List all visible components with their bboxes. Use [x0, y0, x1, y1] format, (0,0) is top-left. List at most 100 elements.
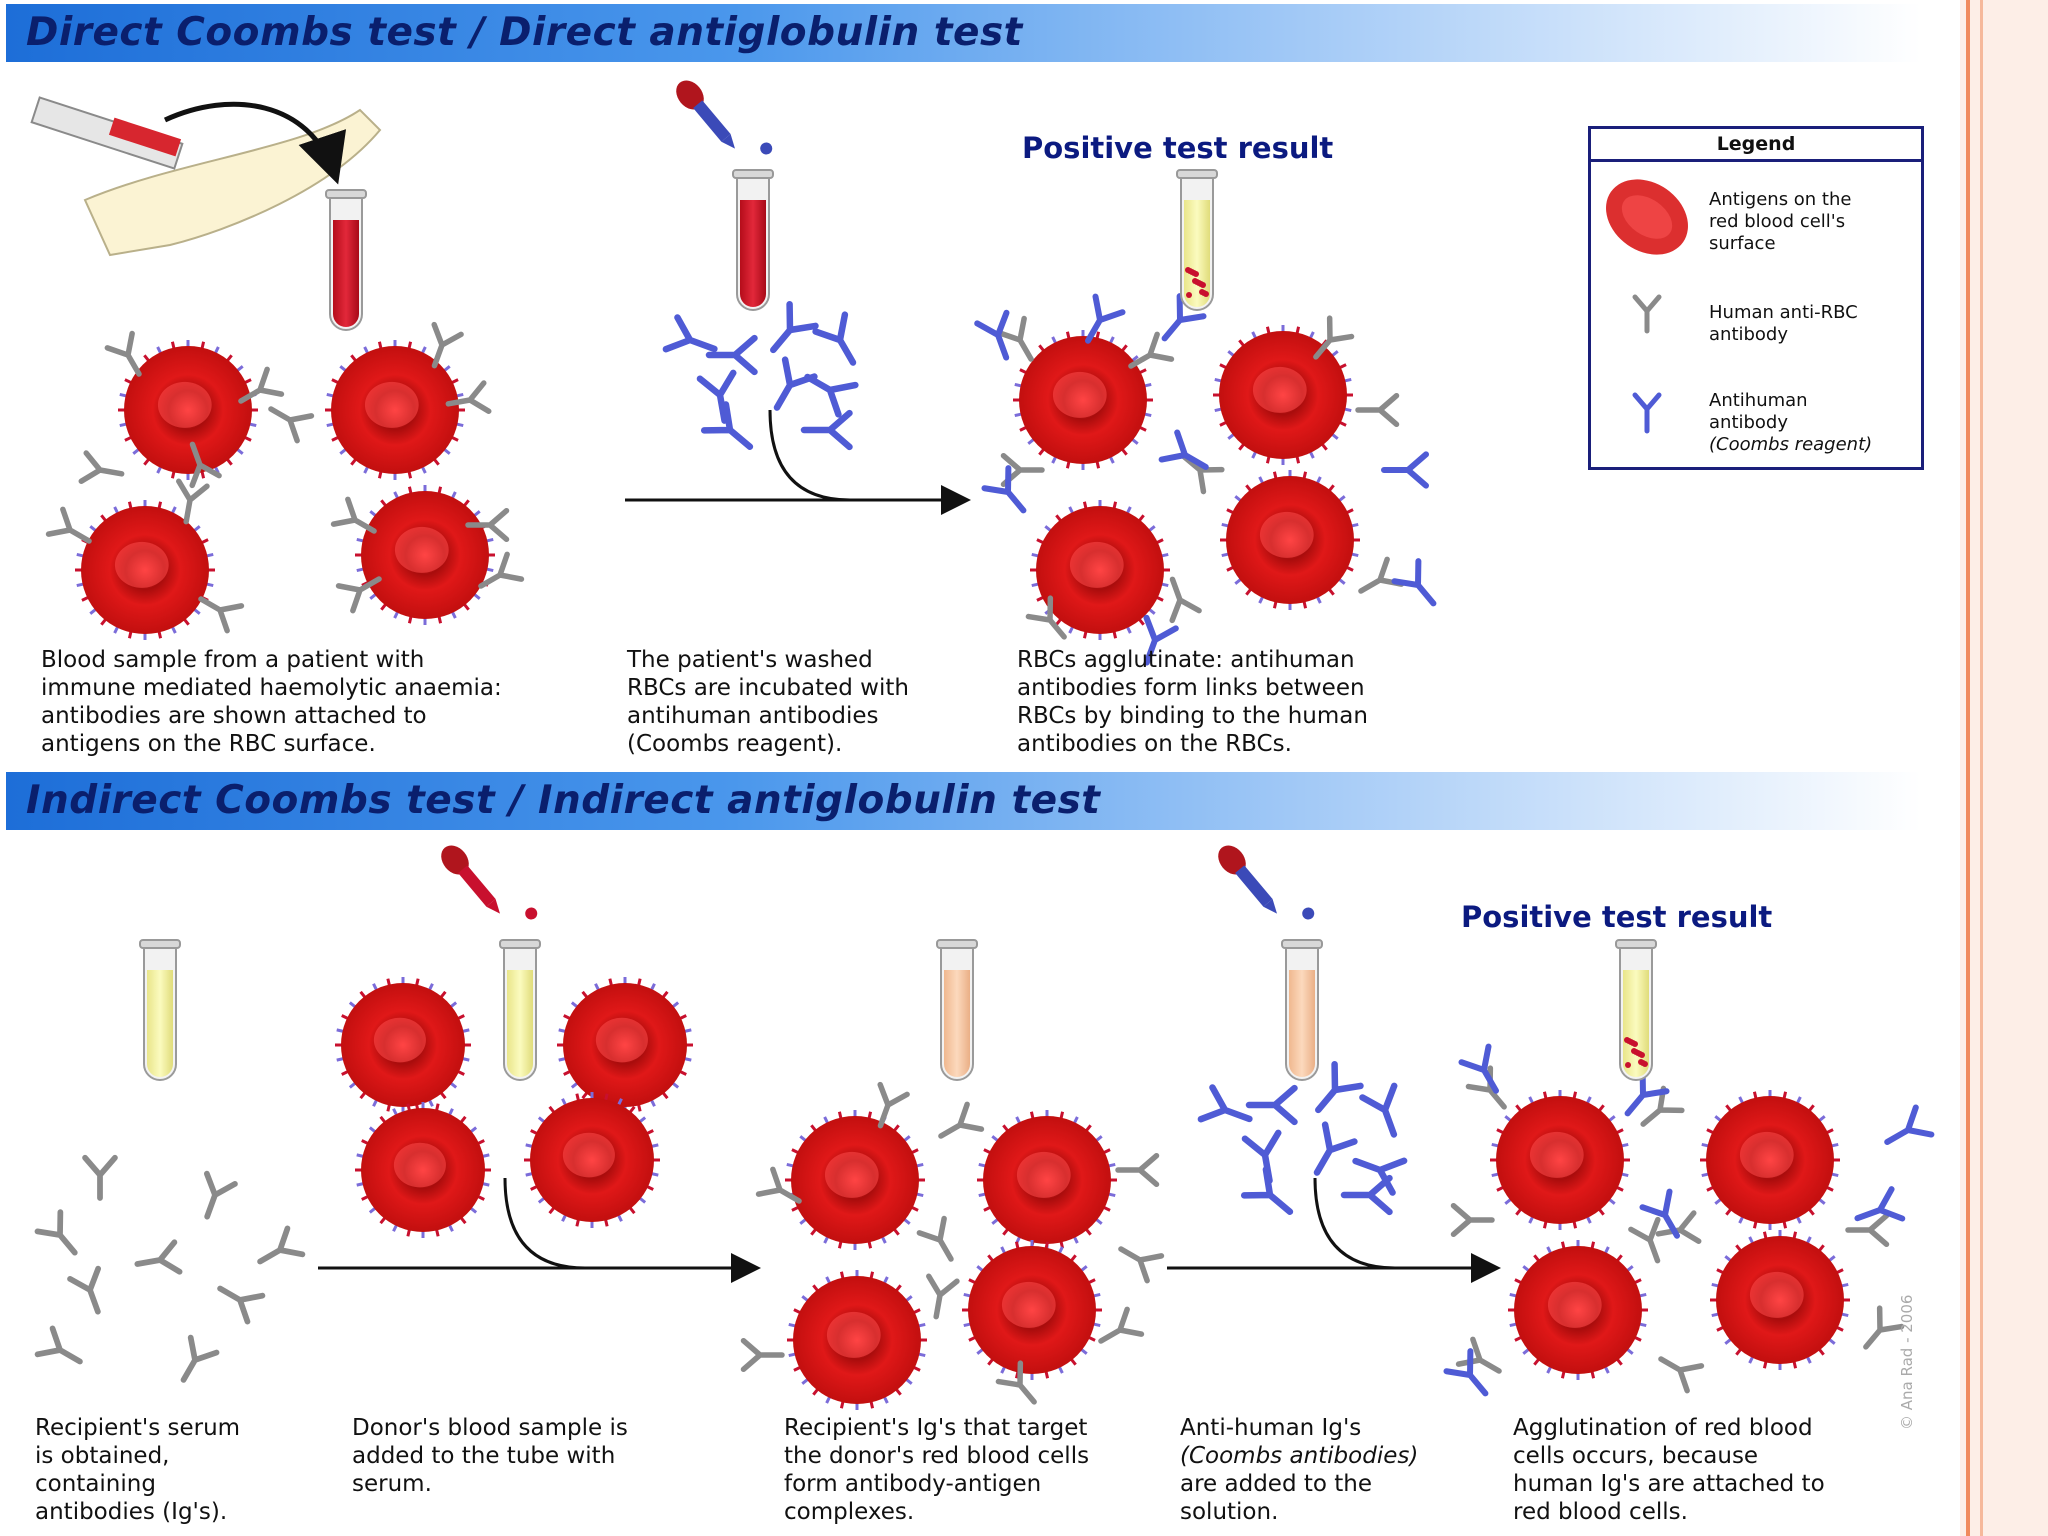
dropper-icon [441, 845, 538, 920]
human-antibody-icon [1632, 294, 1662, 334]
antihuman-antibody [800, 409, 853, 451]
human-antibody [877, 1081, 910, 1129]
human-antibody [926, 1273, 960, 1320]
test-tube [732, 169, 774, 311]
antihuman-antibody [1380, 451, 1430, 489]
human-antibody [916, 1215, 954, 1262]
antihuman-antibody [1443, 1348, 1489, 1397]
antihuman-antibody [1240, 1166, 1294, 1215]
test-tube [1281, 939, 1323, 1081]
red-blood-cell [557, 977, 693, 1113]
red-blood-cell [1213, 325, 1353, 465]
dropper-icon [676, 80, 773, 155]
red-blood-cell [1710, 1230, 1850, 1370]
antihuman-antibody [1854, 1186, 1906, 1222]
antihuman-antibody [1143, 614, 1179, 666]
antihuman-antibody [705, 334, 758, 376]
legend-text-line: (Coombs reagent) [1709, 434, 1873, 455]
human-antibody [82, 1154, 118, 1201]
human-antibody [335, 576, 382, 614]
test-tube [325, 189, 367, 331]
human-antibody [465, 507, 510, 543]
human-antibody [755, 1166, 802, 1204]
human-antibody [257, 1225, 306, 1265]
arm-with-syringe-icon [30, 96, 382, 257]
human-antibody [1313, 315, 1355, 360]
human-antibody [1845, 1212, 1890, 1248]
human-antibody [740, 1337, 785, 1373]
antihuman-antibody [700, 401, 754, 450]
red-blood-cell [1220, 470, 1360, 610]
human-antibody [995, 1360, 1037, 1405]
indirect-step4-caption: Anti-human Ig's(Coombs antibodies) are a… [1180, 1415, 1419, 1525]
antihuman-antibody [1340, 1174, 1393, 1216]
human-antibody [268, 406, 315, 444]
red-blood-cell [1013, 330, 1153, 470]
legend-box: Legend Antigens on the red blood cell's … [1588, 126, 1924, 470]
human-antibody [1450, 1202, 1495, 1238]
indirect-test-banner: Indirect Coombs test / Indirect antiglob… [6, 772, 1921, 830]
red-blood-cell [962, 1240, 1102, 1380]
human-antibody [217, 1285, 266, 1325]
indirect-test-title: Indirect Coombs test / Indirect antiglob… [26, 778, 1101, 823]
antihuman-antibody [1458, 1043, 1500, 1094]
antihuman-antibody-icon [1632, 392, 1662, 434]
antihuman-antibody [1158, 429, 1209, 471]
red-blood-cell [1490, 1090, 1630, 1230]
legend-text-line: red blood cell's [1709, 211, 1846, 232]
human-antibody [1863, 1305, 1905, 1350]
border-line [1980, 0, 1983, 1536]
antihuman-antibody [804, 373, 859, 418]
human-antibody [78, 450, 125, 484]
human-antibody [34, 1325, 83, 1365]
legend-text-line: Human anti-RBC [1709, 302, 1858, 323]
antihuman-antibody [1161, 293, 1207, 342]
human-antibody [1118, 1246, 1165, 1284]
red-blood-cell [325, 340, 465, 480]
dropper-icon [1218, 845, 1315, 920]
human-antibody [180, 1334, 220, 1383]
human-antibody [1098, 1306, 1145, 1344]
human-antibody [1128, 331, 1175, 369]
human-antibody [34, 1209, 78, 1256]
legend-item-antihuman-antibody: Antihuman antibody (Coombs reagent) [1709, 390, 1872, 456]
legend-text-line: Antihuman [1709, 390, 1808, 411]
antihuman-antibody [1084, 293, 1126, 344]
human-antibody [176, 478, 210, 525]
legend-text-line: surface [1709, 233, 1776, 254]
human-antibody [203, 1170, 238, 1220]
human-antibody [1115, 1152, 1160, 1188]
rbc-antigen-icon [1606, 179, 1688, 255]
red-blood-cell [1030, 500, 1170, 640]
antihuman-antibody [1245, 1084, 1298, 1126]
red-blood-cell [1508, 1240, 1648, 1380]
process-arrow [1313, 1177, 1396, 1270]
antihuman-antibody [696, 369, 737, 424]
red-blood-cell [977, 1110, 1117, 1250]
antihuman-antibody [773, 356, 818, 411]
antihuman-antibody [770, 300, 819, 354]
red-blood-cell [355, 1102, 491, 1238]
test-tube [1176, 169, 1218, 311]
direct-test-title: Direct Coombs test / Direct antiglobulin… [26, 10, 1023, 55]
red-blood-cell [524, 1092, 660, 1228]
test-tube [499, 939, 541, 1081]
direct-positive-result-title: Positive test result [1022, 131, 1334, 165]
human-antibody [431, 321, 464, 369]
legend-text-line: antibody [1709, 412, 1789, 433]
legend-text-line: antibody [1709, 324, 1789, 345]
red-blood-cell [355, 485, 495, 625]
antihuman-antibody [662, 314, 718, 353]
human-antibody [104, 330, 142, 377]
red-blood-cell [785, 1110, 925, 1250]
human-antibody [67, 1265, 102, 1315]
antihuman-antibody [1359, 1082, 1398, 1138]
antihuman-antibody [981, 465, 1027, 514]
antihuman-antibody [974, 309, 1010, 361]
human-antibody [445, 380, 492, 414]
